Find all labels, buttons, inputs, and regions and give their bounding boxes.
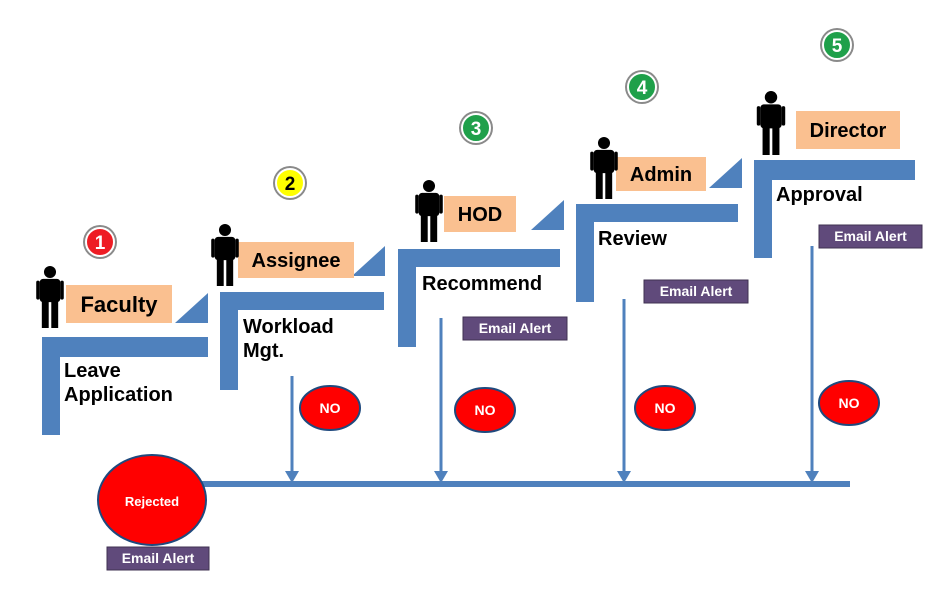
- person-icon: [756, 91, 786, 155]
- email-alert-label: Email Alert: [479, 320, 552, 336]
- no-decision-oval: NO: [454, 387, 516, 433]
- role-box: [444, 196, 516, 232]
- activity-label: Application: [64, 384, 173, 406]
- activity-label: Recommend: [422, 273, 542, 295]
- step-bar-vertical: [398, 249, 416, 347]
- no-decision-oval: NO: [634, 385, 696, 431]
- step-number: 1: [95, 233, 106, 254]
- no-label: NO: [475, 402, 496, 418]
- no-label: NO: [320, 400, 341, 416]
- step-connector-triangle: [352, 246, 385, 276]
- role-label: Faculty: [80, 292, 158, 317]
- email-alert-label: Email Alert: [122, 550, 195, 566]
- email-alert-badge: Email Alert: [106, 546, 210, 571]
- step-bar-horizontal: [398, 249, 560, 267]
- email-alert-badge: Email Alert: [643, 279, 749, 304]
- step-bar-horizontal: [42, 337, 208, 357]
- person-icon: [415, 180, 443, 242]
- rejected-label: Rejected: [125, 494, 179, 509]
- arrow-down-icon: [617, 299, 631, 483]
- step-bar-vertical: [576, 204, 594, 302]
- step-number: 2: [285, 174, 296, 195]
- arrow-down-icon: [805, 246, 819, 483]
- step-connector-triangle: [175, 293, 208, 323]
- step-bar-vertical: [220, 292, 238, 390]
- no-decision-oval: NO: [818, 380, 880, 426]
- role-box: [238, 242, 354, 278]
- step-number-badge: 1: [83, 225, 117, 259]
- activity-label: Leave: [64, 360, 121, 382]
- role-box: [796, 111, 900, 149]
- rejection-line: [195, 481, 850, 487]
- step-connector-triangle: [531, 200, 564, 230]
- role-box: [66, 285, 172, 323]
- activity-label: Mgt.: [243, 340, 284, 362]
- step-bar-horizontal: [754, 160, 915, 180]
- activity-label: Approval: [776, 184, 863, 206]
- role-label: HOD: [458, 204, 502, 226]
- person-icon: [36, 266, 64, 328]
- no-decision-oval: NO: [299, 385, 361, 431]
- person-icon: [211, 224, 239, 286]
- role-label: Assignee: [252, 250, 341, 272]
- email-alert-label: Email Alert: [660, 283, 733, 299]
- no-label: NO: [655, 400, 676, 416]
- step-bar-horizontal: [576, 204, 738, 222]
- email-alert-badge: Email Alert: [462, 316, 568, 341]
- email-alert-badge: Email Alert: [818, 224, 923, 249]
- step-bar-vertical: [754, 160, 772, 258]
- step-number: 4: [637, 78, 648, 99]
- email-alert-label: Email Alert: [834, 228, 907, 244]
- role-label: Admin: [630, 164, 692, 186]
- step-number-badge: 2: [273, 166, 307, 200]
- step-connector-triangle: [709, 158, 742, 188]
- person-icon: [590, 137, 618, 199]
- step-bar-vertical: [42, 337, 60, 435]
- arrow-down-icon: [285, 376, 299, 483]
- step-number-badge: 4: [625, 70, 659, 104]
- no-label: NO: [839, 395, 860, 411]
- step-bar-horizontal: [220, 292, 384, 310]
- activity-label: Workload: [243, 316, 334, 338]
- step-number: 5: [832, 36, 843, 57]
- arrow-down-icon: [434, 318, 448, 483]
- activity-label: Review: [598, 228, 667, 250]
- step-number-badge: 5: [820, 28, 854, 62]
- role-box: [616, 157, 706, 191]
- step-number-badge: 3: [459, 111, 493, 145]
- step-number: 3: [471, 119, 482, 140]
- role-label: Director: [810, 120, 887, 142]
